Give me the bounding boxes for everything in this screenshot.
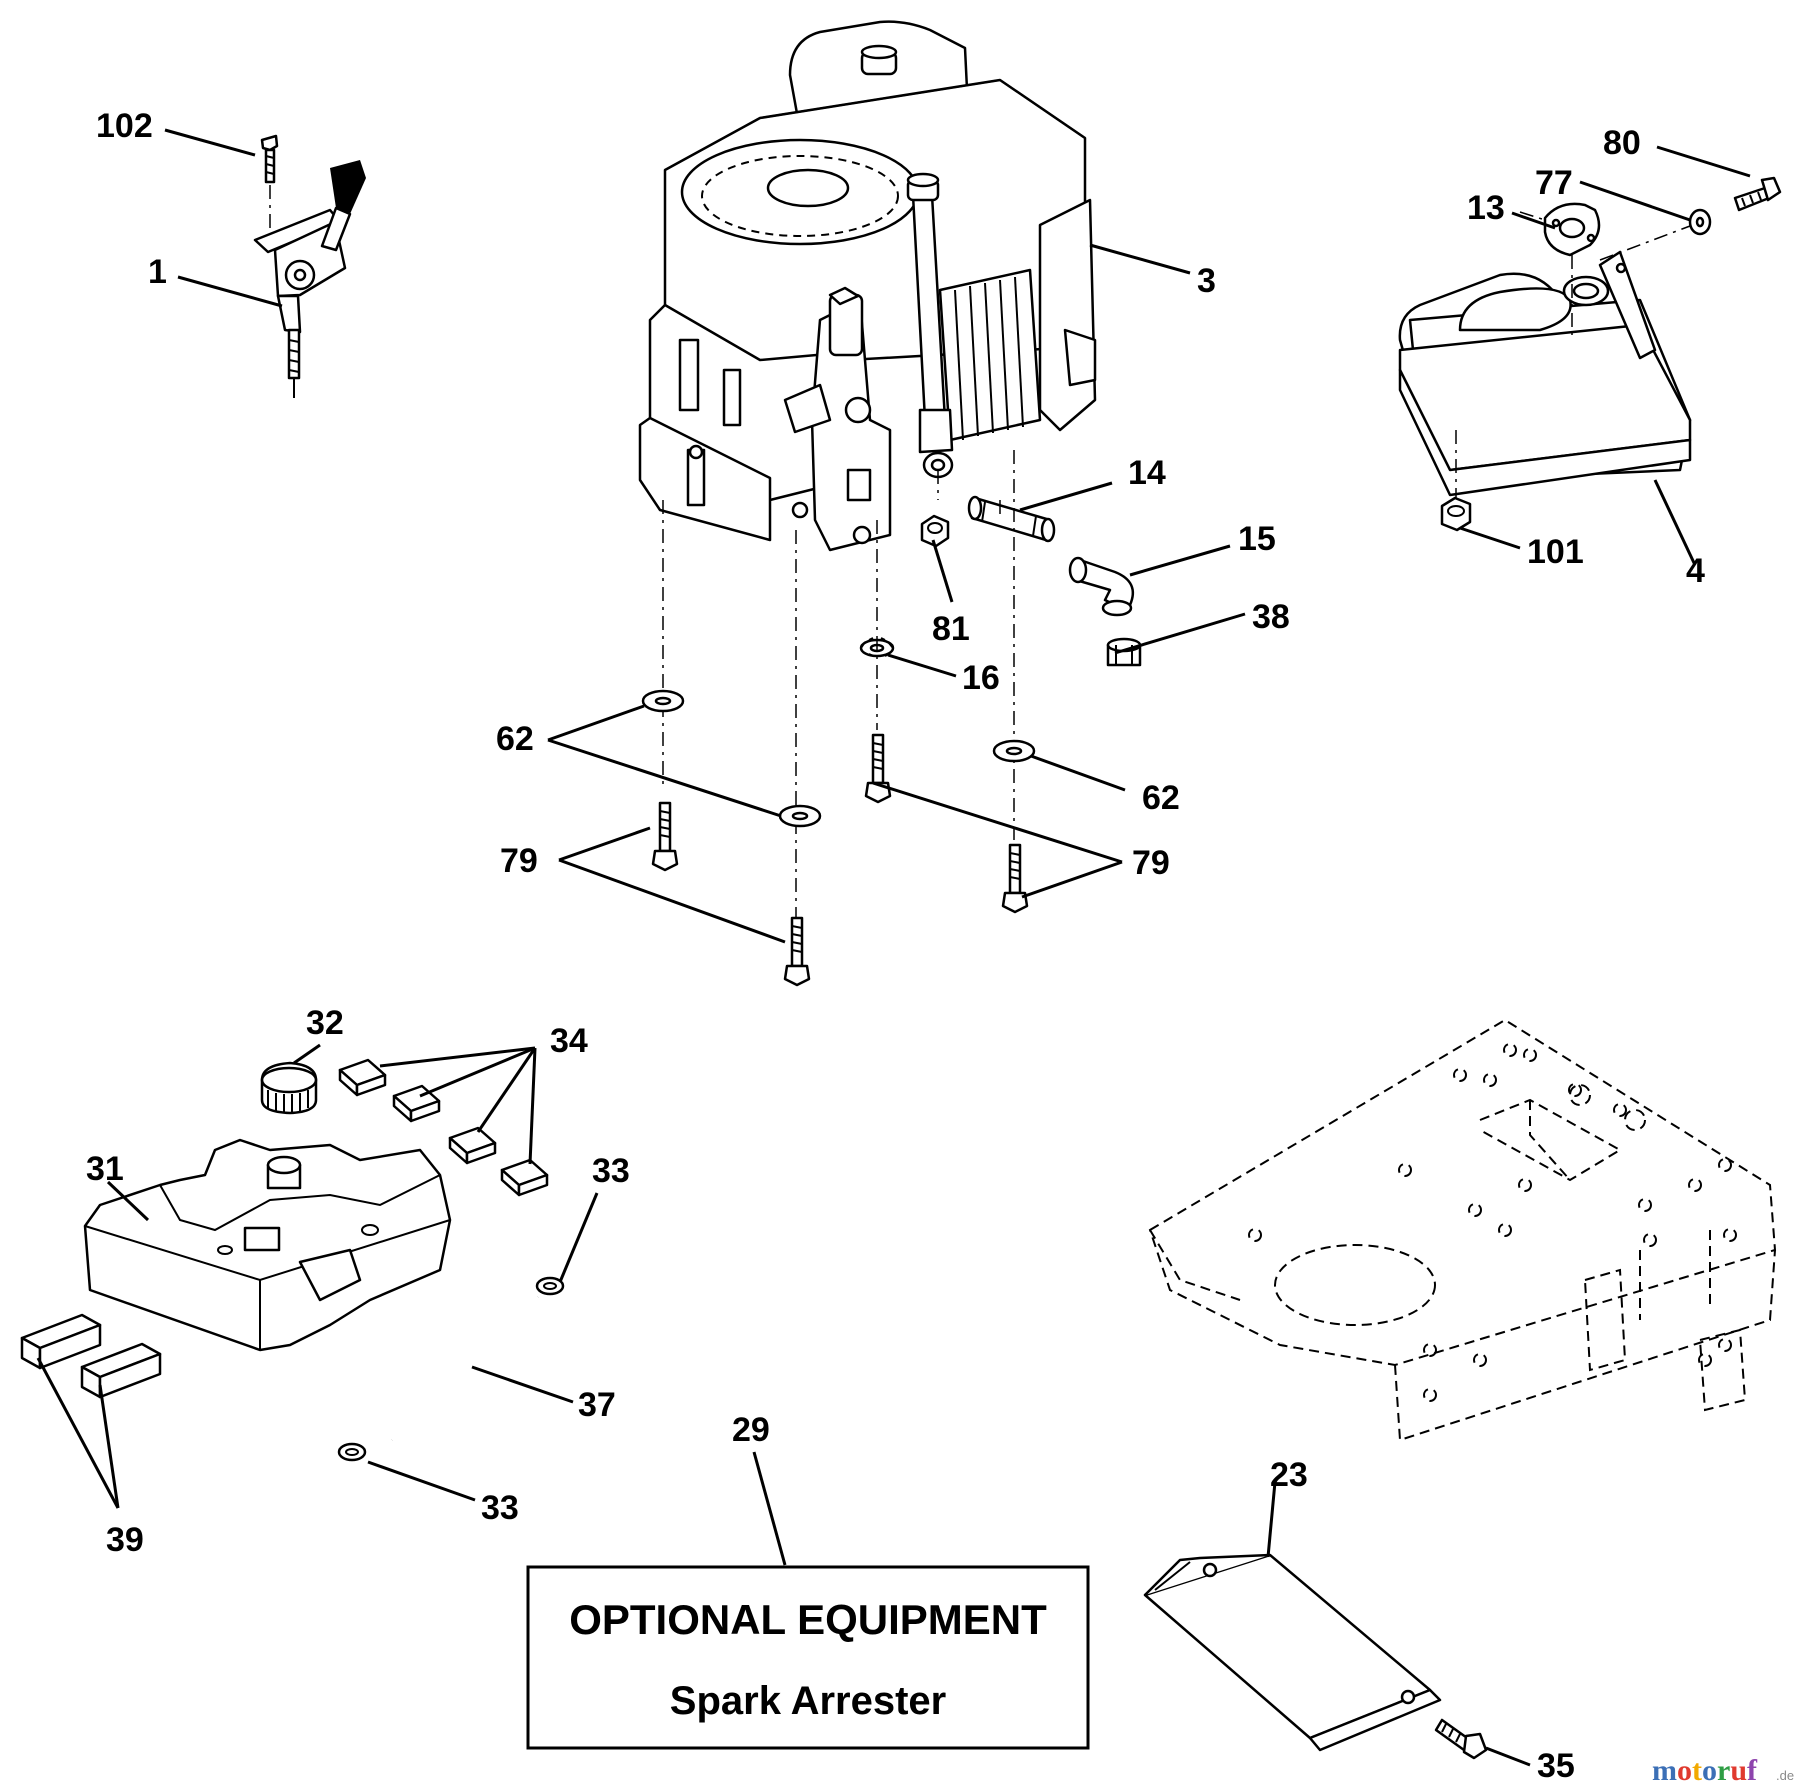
callout-1: 1 xyxy=(148,253,167,291)
callout-102: 102 xyxy=(96,107,153,145)
callout-34: 34 xyxy=(550,1022,588,1060)
callout-13: 13 xyxy=(1467,189,1505,227)
cylinder-fins xyxy=(938,268,1042,442)
muffler-washer-part xyxy=(1688,208,1712,236)
callout-32: 32 xyxy=(306,1004,344,1042)
watermark-logo: motoruf .de xyxy=(1652,1754,1794,1787)
bolt-79-parts xyxy=(651,733,1029,987)
watermark-brand: motoruf xyxy=(1652,1754,1758,1787)
callout-81: 81 xyxy=(932,610,970,648)
callout-35: 35 xyxy=(1537,1747,1575,1785)
callout-101: 101 xyxy=(1527,533,1584,571)
frame-part xyxy=(1148,1018,1777,1442)
spark-arrester-part xyxy=(1143,1553,1442,1752)
leader-lines xyxy=(36,128,1751,1767)
muffler-nut-part xyxy=(1440,496,1472,532)
mounting-axes xyxy=(662,450,1015,930)
throttle-control-part xyxy=(253,134,366,398)
drain-pipe-part xyxy=(967,495,1056,543)
callout-29: 29 xyxy=(732,1411,770,1449)
drain-elbow-part xyxy=(1068,556,1135,617)
optional-equipment-title: OPTIONAL EQUIPMENT xyxy=(569,1596,1047,1643)
callout-79-right: 79 xyxy=(1132,844,1170,882)
drain-cap-part xyxy=(1106,637,1142,667)
arrester-screw-part xyxy=(1434,1718,1488,1760)
washer-62-parts xyxy=(641,689,1036,828)
callout-38: 38 xyxy=(1252,598,1290,636)
callout-79-left: 79 xyxy=(500,842,538,880)
callout-31: 31 xyxy=(86,1150,124,1188)
callout-62-right: 62 xyxy=(1142,779,1180,817)
muffler-axes xyxy=(1455,211,1691,498)
callout-39: 39 xyxy=(106,1521,144,1559)
callout-77: 77 xyxy=(1535,164,1573,202)
nut-81-part xyxy=(920,514,950,548)
callout-80: 80 xyxy=(1603,124,1641,162)
callout-14: 14 xyxy=(1128,454,1166,492)
callout-15: 15 xyxy=(1238,520,1276,558)
fuel-tank-part xyxy=(83,1138,452,1352)
fuel-line-part xyxy=(391,1296,540,1442)
muffler-gasket-part xyxy=(1543,202,1601,257)
callout-16: 16 xyxy=(962,659,1000,697)
muffler-part xyxy=(1398,250,1692,497)
callout-33-top: 33 xyxy=(592,1152,630,1190)
callout-33-bottom: 33 xyxy=(481,1489,519,1527)
optional-equipment-subtitle: Spark Arrester xyxy=(670,1679,946,1723)
callout-23: 23 xyxy=(1270,1456,1308,1494)
hose-clamp-33-parts xyxy=(337,1276,565,1462)
foam-pad-39-parts xyxy=(20,1313,162,1399)
callout-4: 4 xyxy=(1686,552,1705,590)
optional-equipment-box: OPTIONAL EQUIPMENT Spark Arrester xyxy=(526,1565,1090,1750)
callout-labels: 102 1 3 80 77 13 101 4 14 15 38 81 16 62… xyxy=(86,107,1705,1785)
engine-part xyxy=(638,20,1097,552)
fuel-cap-part xyxy=(260,1061,318,1115)
muffler-bolt-part xyxy=(1733,176,1782,212)
callout-62-left: 62 xyxy=(496,720,534,758)
callout-3: 3 xyxy=(1197,262,1216,300)
watermark-suffix: .de xyxy=(1776,1768,1794,1783)
callout-37: 37 xyxy=(578,1386,616,1424)
